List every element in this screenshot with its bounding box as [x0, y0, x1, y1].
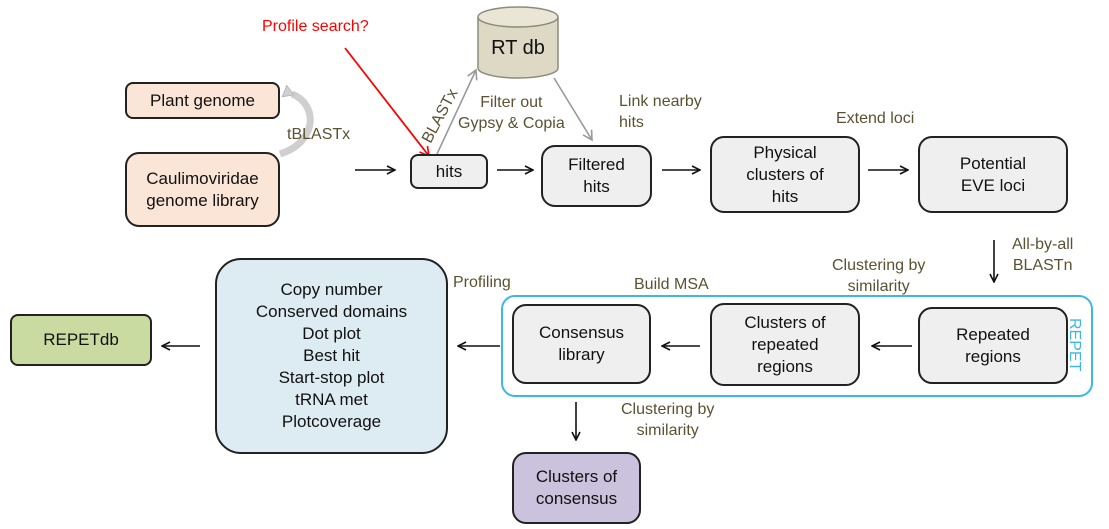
caulimoviridae-library-label: Caulimoviridae genome library: [146, 168, 259, 210]
potential-eve-node: Potential EVE loci: [918, 136, 1068, 213]
physical-clusters-node: Physical clusters of hits: [710, 136, 860, 213]
hits-node: hits: [410, 154, 488, 189]
arrow-profile-search: [344, 47, 431, 158]
filter-out-label: Filter out Gypsy & Copia: [458, 94, 565, 132]
extend-loci-label: Extend loci: [836, 110, 915, 127]
link-nearby-label: Link nearby hits: [619, 93, 702, 131]
plant-genome-label: Plant genome: [150, 90, 255, 110]
rt-db-cylinder: [477, 6, 559, 79]
clusters-consensus-node: Clusters of consensus: [512, 452, 641, 524]
genome-link-arrow: [278, 84, 314, 158]
profile-search-label: Profile search?: [262, 18, 369, 35]
filtered-hits-label: Filtered hits: [568, 155, 625, 196]
repet-group-frame: [501, 295, 1093, 397]
plant-genome-node: Plant genome: [125, 82, 280, 119]
build-msa-label: Build MSA: [634, 276, 709, 293]
profiling-label: Profiling: [453, 274, 511, 291]
clusters-repeated-node: Clusters of repeated regions: [710, 303, 860, 386]
repeated-regions-label: Repeated regions: [956, 324, 1030, 366]
potential-eve-label: Potential EVE loci: [959, 153, 1027, 195]
consensus-library-node: Consensus library: [512, 304, 651, 384]
repetdb-label: REPETdb: [43, 330, 119, 349]
rt-db-label: RT db: [491, 37, 545, 59]
clustering-consensus-label: Clustering by similarity: [621, 401, 715, 439]
physical-clusters-label: Physical clusters of hits: [746, 142, 824, 206]
clustering-repeated-label: Clustering by similarity: [832, 257, 926, 295]
clusters-consensus-label: Clusters of consensus: [535, 467, 618, 508]
repetdb-node: REPETdb: [10, 314, 152, 366]
tblastx-label: tBLASTx: [287, 126, 351, 143]
arrow-hits-to-rtdb: [436, 68, 478, 155]
profiling-results-node: Copy number Conserved domains Dot plot B…: [215, 258, 448, 454]
repeated-regions-node: Repeated regions: [918, 307, 1068, 384]
consensus-library-label: Consensus library: [538, 323, 625, 364]
all-by-all-label: All-by-all BLASTn: [1012, 236, 1074, 274]
arrow-rtdb-to-filtered: [553, 77, 593, 142]
clusters-repeated-label: Clusters of repeated regions: [744, 312, 826, 376]
filtered-hits-node: Filtered hits: [541, 145, 652, 207]
profiling-results-list: Copy number Conserved domains Dot plot B…: [255, 280, 408, 431]
hits-label: hits: [435, 161, 463, 181]
caulimoviridae-library-node: Caulimoviridae genome library: [125, 152, 280, 227]
